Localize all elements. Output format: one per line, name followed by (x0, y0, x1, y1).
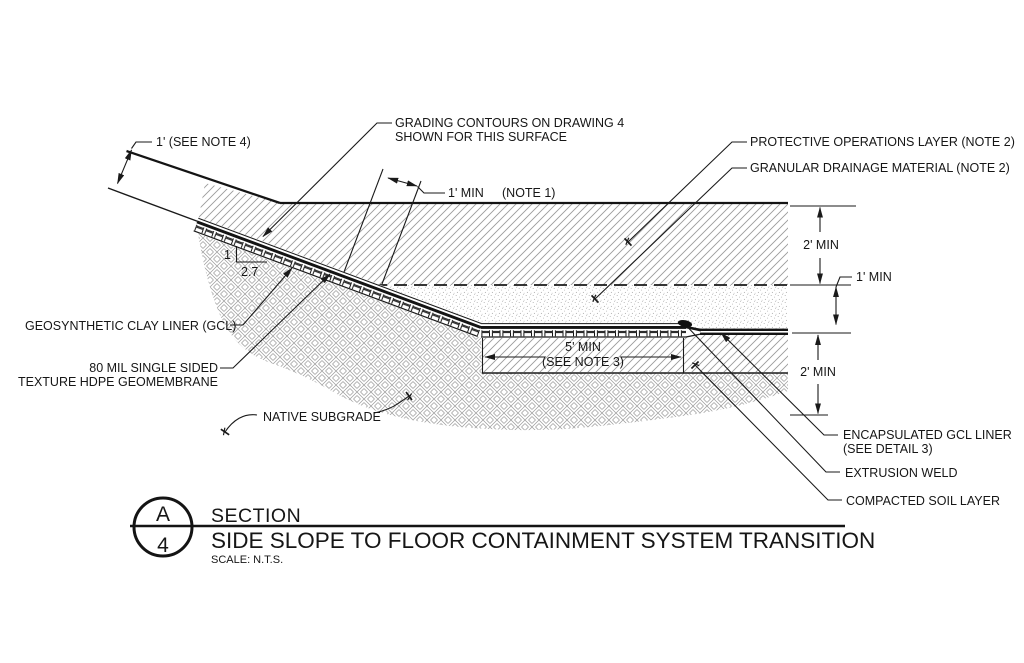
leader-compacted-soil (690, 360, 842, 501)
section-marker-circle (132, 496, 194, 558)
grading-contours-label-2: SHOWN FOR THIS SURFACE (395, 130, 567, 144)
encapsulated-label-2: (SEE DETAIL 3) (843, 442, 933, 456)
leader-granular (590, 167, 747, 304)
geomembrane-label-1: 80 MIL SINGLE SIDED (89, 361, 218, 375)
extrusion-weld-label: EXTRUSION WELD (845, 466, 958, 480)
extrusion-weld-dot (677, 319, 693, 328)
geomembrane-slope (196, 220, 482, 329)
gcl-slope (193, 224, 480, 336)
granular-drainage-stipple (374, 285, 788, 330)
leader-encapsulated (720, 332, 838, 436)
slope-run-label: 2.7 (241, 265, 258, 279)
compacted-soil-hatch (482, 334, 788, 372)
min1-label: 1' MIN (448, 186, 484, 200)
dim-top-right: 2' MIN (803, 238, 839, 252)
sheet-number: 4 (157, 534, 169, 557)
geomembrane-bench (481, 326, 686, 329)
offset-note-label: 1' (SEE NOTE 4) (156, 135, 251, 149)
protective-layer-label: PROTECTIVE OPERATIONS LAYER (NOTE 2) (750, 135, 1015, 149)
liner-step-lower (685, 333, 702, 338)
slope-liner-system (193, 217, 483, 338)
leader-native-right (373, 391, 413, 414)
protective-layer-hatch (198, 183, 788, 285)
leader-protective (623, 141, 747, 247)
leader-native-left (220, 414, 258, 436)
native-subgrade-label: NATIVE SUBGRADE (263, 410, 381, 424)
geomembrane-label-2: TEXTURE HDPE GEOMEMBRANE (18, 375, 218, 389)
gcl-label: GEOSYNTHETIC CLAY LINER (GCL) (25, 319, 236, 333)
encapsulated-liner-bottom (700, 332, 788, 335)
dim-mid-right: 1' MIN (856, 270, 892, 284)
grading-contours-label-1: GRADING CONTOURS ON DRAWING 4 (395, 116, 624, 130)
native-subgrade-hatch (197, 227, 788, 431)
bench-liner-system (481, 322, 686, 338)
dim-bench-width: 5' MIN (565, 340, 601, 354)
leader-extrusion-weld (687, 327, 840, 473)
dim-bottom-right: 2' MIN (800, 365, 836, 379)
bench-width-dimension (481, 338, 685, 373)
cover-thickness-dimension (343, 168, 445, 285)
title-block: A 4 SECTION SIDE SLOPE TO FLOOR CONTAINM… (130, 496, 875, 566)
leader-geomembrane (220, 273, 331, 369)
encapsulated-label-1: ENCAPSULATED GCL LINER (843, 428, 1012, 442)
compacted-soil-label: COMPACTED SOIL LAYER (846, 494, 1000, 508)
anchor-grade-line (107, 187, 199, 223)
slope-ratio-symbol: 1 2.7 (224, 246, 267, 279)
min1-note: (NOTE 1) (502, 186, 555, 200)
leader-gcl (230, 267, 293, 326)
slope-rise-label: 1 (224, 248, 231, 262)
offset-dimension (116, 141, 152, 185)
encapsulated-liner-top (700, 328, 788, 331)
slope-grade-line (126, 149, 281, 205)
granular-drainage-label: GRANULAR DRAINAGE MATERIAL (NOTE 2) (750, 161, 1010, 175)
dim-bench-note: (SEE NOTE 3) (542, 355, 624, 369)
leader-grading-contours (262, 122, 392, 238)
drawing-title: SIDE SLOPE TO FLOOR CONTAINMENT SYSTEM T… (211, 528, 875, 553)
detail-letter: A (156, 503, 170, 526)
scale-label: SCALE: N.T.S. (211, 554, 283, 566)
gcl-bench (481, 330, 686, 337)
right-dimensions (790, 205, 856, 416)
section-label: SECTION (211, 505, 301, 527)
